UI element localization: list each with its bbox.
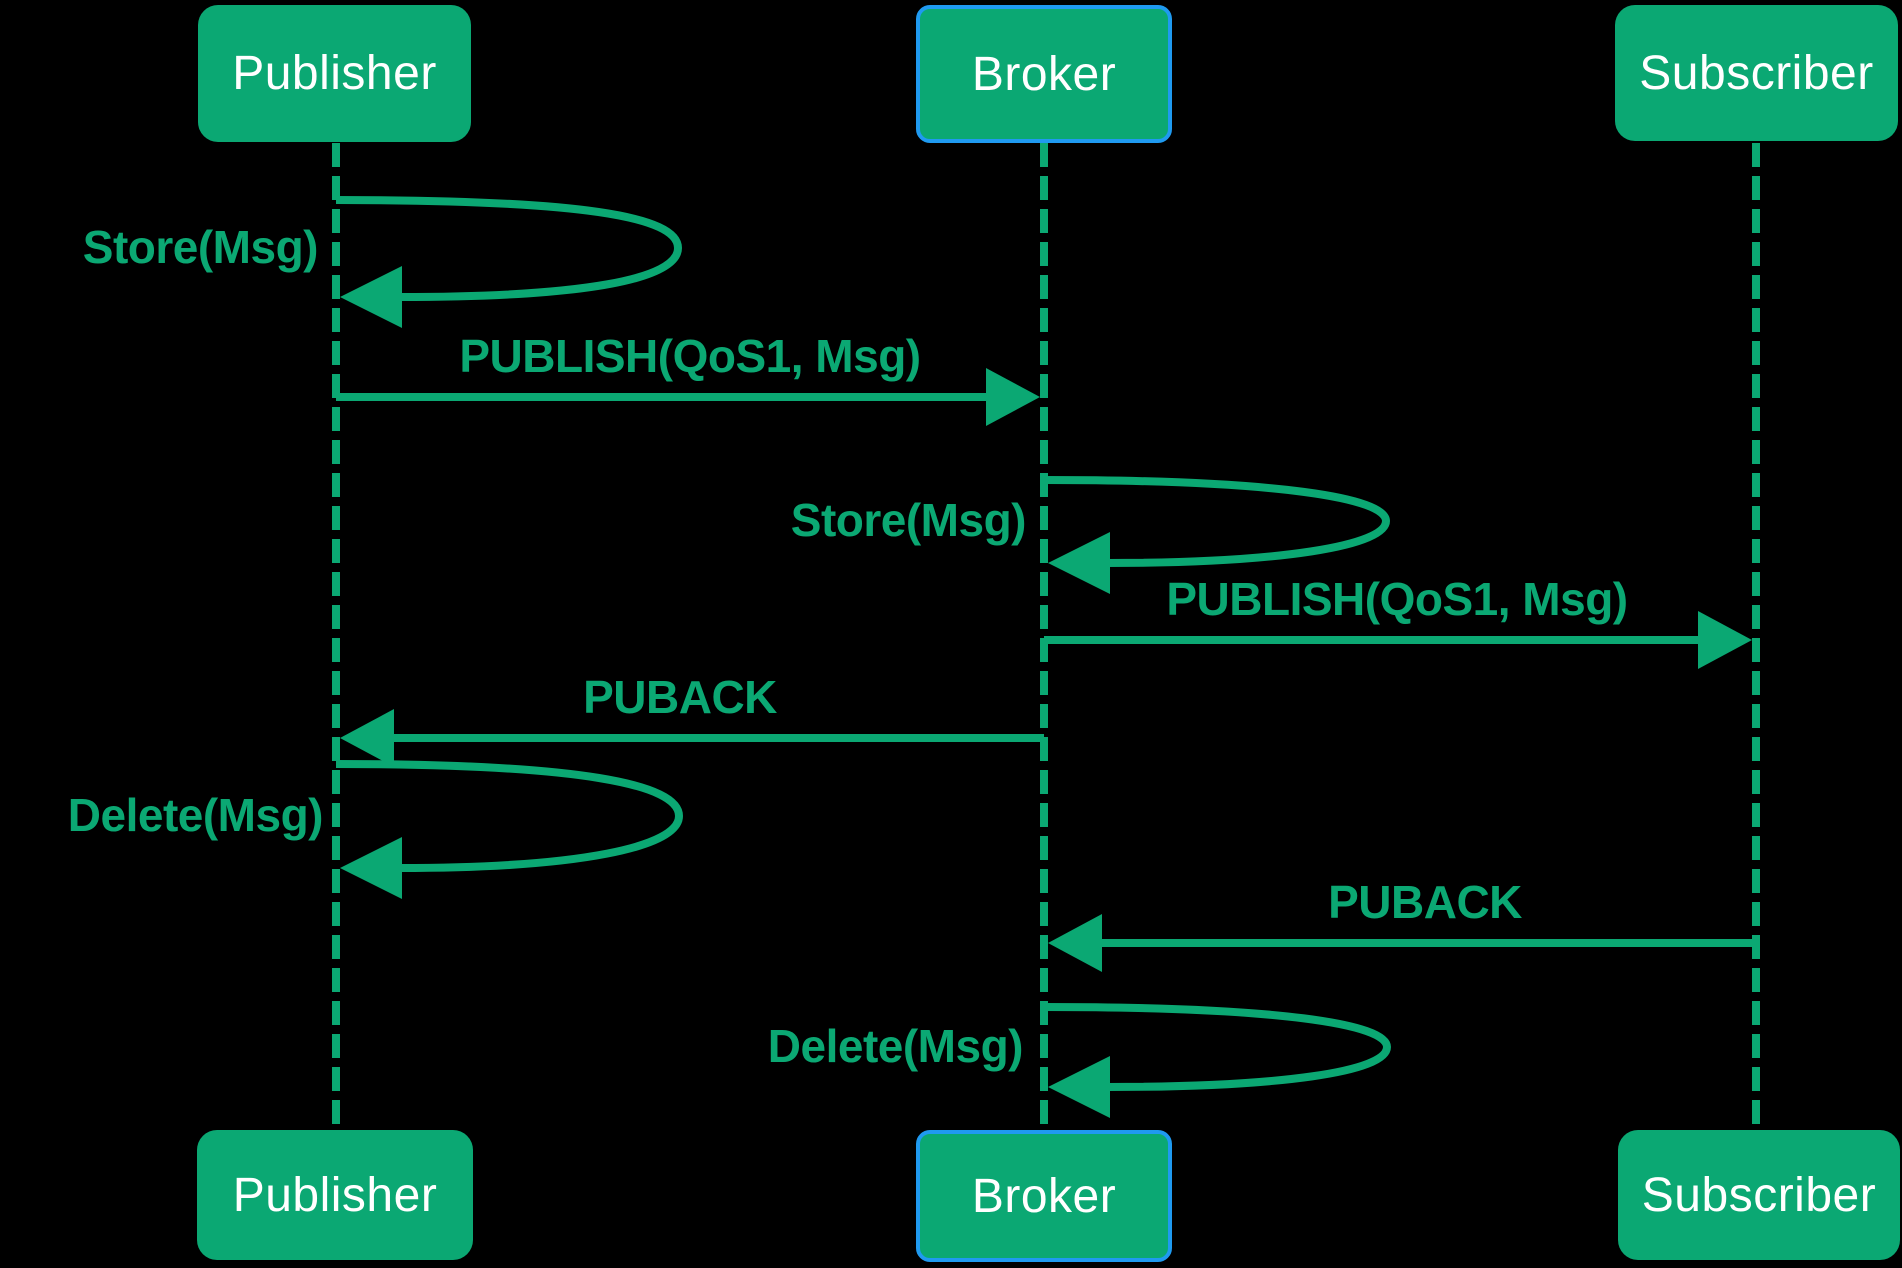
message-label-publish-1: PUBLISH(QoS1, Msg): [459, 330, 921, 383]
message-label-publish-2: PUBLISH(QoS1, Msg): [1166, 573, 1628, 626]
actor-box-subscriber-bottom: Subscriber: [1618, 1130, 1900, 1260]
arrowhead-publish-2: [1698, 611, 1752, 669]
arrowhead-delete-broker: [1048, 1056, 1110, 1118]
message-label-puback-2: PUBACK: [1328, 876, 1522, 929]
self-loop-publisher-delete: [335, 760, 684, 872]
message-label-delete-broker: Delete(Msg): [767, 1020, 1024, 1073]
actor-box-publisher-top: Publisher: [198, 5, 471, 142]
actor-label-subscriber-bottom: Subscriber: [1641, 1168, 1877, 1222]
actor-label-publisher-top: Publisher: [232, 47, 437, 100]
actor-box-subscriber-top: Subscriber: [1615, 5, 1898, 141]
self-loop-publisher-store: [335, 196, 683, 301]
message-label-delete-publisher: Delete(Msg): [67, 789, 324, 842]
arrowhead-delete-publisher: [340, 837, 402, 899]
actor-box-broker-top: Broker: [916, 5, 1172, 143]
message-label-store-publisher: Store(Msg): [82, 221, 319, 274]
self-loop-broker-store: [1043, 476, 1391, 567]
message-label-store-broker: Store(Msg): [790, 494, 1027, 547]
self-loop-broker-delete: [1043, 1003, 1392, 1091]
arrowhead-store-broker: [1048, 532, 1110, 594]
actor-label-publisher-bottom: Publisher: [232, 1168, 438, 1222]
arrowhead-store-publisher: [340, 266, 402, 328]
message-label-puback-1: PUBACK: [583, 671, 777, 724]
arrowhead-puback-1: [340, 709, 394, 767]
actor-box-publisher-bottom: Publisher: [197, 1130, 473, 1260]
actor-label-broker-top: Broker: [971, 47, 1117, 101]
arrowhead-puback-2: [1048, 914, 1102, 972]
actor-label-broker-bottom: Broker: [971, 1169, 1117, 1223]
arrowhead-publish-1: [986, 368, 1040, 426]
actor-label-subscriber-top: Subscriber: [1639, 46, 1874, 100]
actor-box-broker-bottom: Broker: [916, 1130, 1172, 1262]
